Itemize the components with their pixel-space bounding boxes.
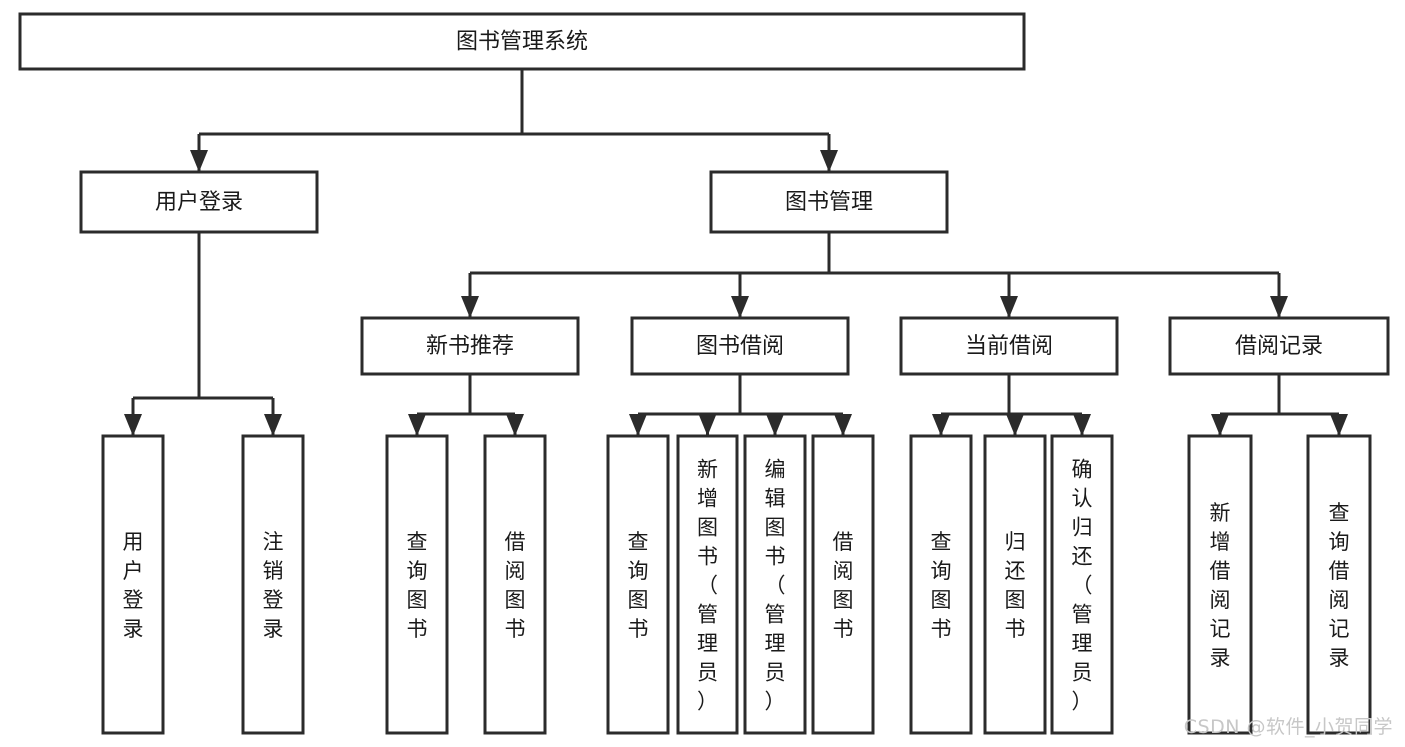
node-label: 借阅图书: [833, 530, 854, 641]
arrow-head-icon: [766, 414, 784, 436]
node-box[interactable]: [899, 316, 1119, 376]
node-leaf-return-book[interactable]: 归还图书: [983, 434, 1047, 735]
node-box[interactable]: [1306, 434, 1372, 735]
arrow-head-icon: [1330, 414, 1348, 436]
nodes-layer: 图书管理系统用户登录图书管理新书推荐图书借阅当前借阅借阅记录用户登录注销登录查询…: [18, 12, 1390, 735]
node-box[interactable]: [909, 434, 973, 735]
node-leaf-borrow-book-2[interactable]: 借阅图书: [811, 434, 875, 735]
arrow-head-icon: [1211, 414, 1229, 436]
arrow-head-icon: [190, 150, 208, 172]
node-user-login[interactable]: 用户登录: [79, 170, 319, 234]
node-label: 编辑图书（管理员）: [765, 458, 786, 714]
node-book-borrow[interactable]: 图书借阅: [630, 316, 850, 376]
node-label: 查询图书: [628, 530, 649, 641]
node-label: 查询借阅记录: [1329, 501, 1350, 670]
node-box[interactable]: [743, 434, 807, 735]
node-leaf-query-book-1[interactable]: 查询图书: [385, 434, 449, 735]
node-leaf-query-book-2[interactable]: 查询图书: [606, 434, 670, 735]
node-leaf-edit-book[interactable]: 编辑图书（管理员）: [743, 434, 807, 735]
node-label: 借阅记录: [1235, 334, 1323, 359]
node-label: 确认归还（管理员）: [1072, 458, 1093, 714]
arrow-head-icon: [629, 414, 647, 436]
arrow-head-icon: [408, 414, 426, 436]
node-leaf-query-book-3[interactable]: 查询图书: [909, 434, 973, 735]
node-box[interactable]: [385, 434, 449, 735]
node-box[interactable]: [630, 316, 850, 376]
arrow-head-icon: [124, 414, 142, 436]
arrow-head-icon: [264, 414, 282, 436]
node-box[interactable]: [676, 434, 739, 735]
node-box[interactable]: [1050, 434, 1114, 735]
node-label: 注销登录: [263, 530, 284, 641]
node-box[interactable]: [1168, 316, 1390, 376]
node-leaf-user-login[interactable]: 用户登录: [101, 434, 165, 735]
node-box[interactable]: [811, 434, 875, 735]
arrow-head-icon: [1000, 296, 1018, 318]
node-label: 归还图书: [1005, 530, 1026, 641]
node-leaf-query-record[interactable]: 查询借阅记录: [1306, 434, 1372, 735]
node-label: 查询图书: [407, 530, 428, 641]
arrow-head-icon: [698, 414, 717, 436]
arrow-head-icon: [1270, 296, 1288, 318]
node-box[interactable]: [483, 434, 547, 735]
node-box[interactable]: [241, 434, 305, 735]
node-box[interactable]: [606, 434, 670, 735]
node-label: 查询图书: [931, 530, 952, 641]
node-borrow-record[interactable]: 借阅记录: [1168, 316, 1390, 376]
arrow-head-icon: [1073, 414, 1091, 436]
node-label: 图书借阅: [696, 334, 784, 359]
node-current-borrow[interactable]: 当前借阅: [899, 316, 1119, 376]
node-box[interactable]: [79, 170, 319, 234]
node-label: 新增借阅记录: [1210, 501, 1231, 670]
node-label: 用户登录: [155, 190, 243, 215]
connectors-layer: [124, 69, 1348, 436]
arrow-head-icon: [731, 296, 749, 318]
arrow-head-icon: [506, 414, 524, 436]
arrow-head-icon: [1006, 414, 1024, 436]
node-label: 借阅图书: [505, 530, 526, 641]
node-label: 新书推荐: [426, 334, 514, 359]
node-leaf-add-record[interactable]: 新增借阅记录: [1187, 434, 1253, 735]
node-box[interactable]: [360, 316, 580, 376]
node-box[interactable]: [101, 434, 165, 735]
arrow-head-icon: [820, 150, 838, 172]
node-box[interactable]: [18, 12, 1026, 71]
node-box[interactable]: [983, 434, 1047, 735]
node-box[interactable]: [709, 170, 949, 234]
node-new-book-rec[interactable]: 新书推荐: [360, 316, 580, 376]
node-label: 新增图书（管理员）: [697, 458, 718, 714]
node-root-book-management-system[interactable]: 图书管理系统: [18, 12, 1026, 71]
node-label: 当前借阅: [965, 334, 1053, 359]
watermark-label: CSDN @软件_小贺同学: [1183, 716, 1393, 738]
arrow-head-icon: [932, 414, 950, 436]
node-label: 图书管理系统: [456, 30, 588, 55]
node-label: 图书管理: [785, 190, 873, 215]
node-label: 用户登录: [123, 530, 144, 641]
arrow-head-icon: [461, 296, 479, 318]
arrow-head-icon: [834, 414, 852, 436]
node-leaf-user-logout[interactable]: 注销登录: [241, 434, 305, 735]
node-leaf-add-book[interactable]: 新增图书（管理员）: [676, 434, 739, 735]
node-book-manage[interactable]: 图书管理: [709, 170, 949, 234]
node-box[interactable]: [1187, 434, 1253, 735]
node-leaf-confirm-return[interactable]: 确认归还（管理员）: [1050, 434, 1114, 735]
node-leaf-borrow-book-1[interactable]: 借阅图书: [483, 434, 547, 735]
